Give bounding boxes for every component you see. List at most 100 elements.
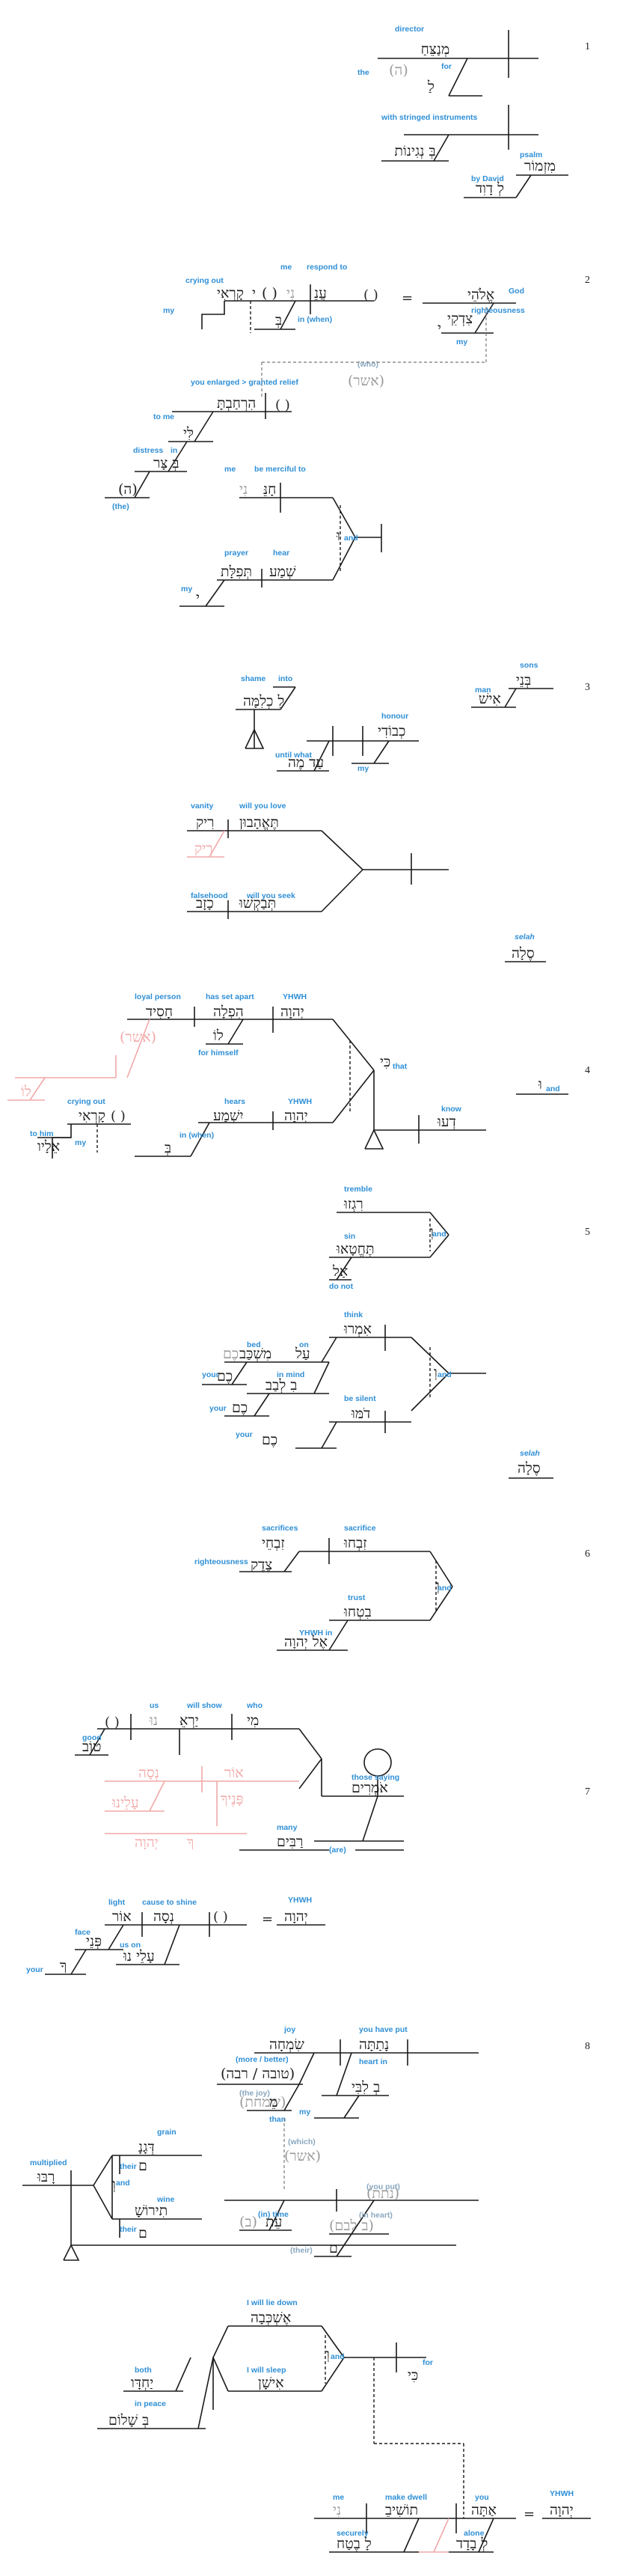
- gloss-your: your: [202, 1370, 219, 1379]
- word-yar: יַרְאֵ: [179, 1712, 199, 1729]
- ghost-kha: ךָ: [187, 1834, 194, 1851]
- word-teehavun: תֶּאֱהָבוּן: [239, 814, 279, 831]
- word-ni-2: נִי: [239, 481, 248, 498]
- gloss-are: (are): [329, 1846, 346, 1855]
- gloss-know: know: [441, 1105, 462, 1114]
- word-toshiv: תוֹשִׁיבֵ: [385, 2502, 418, 2518]
- gloss-your: your: [26, 1965, 43, 1974]
- word-yhwh: יְהוָה: [550, 2502, 574, 2518]
- gloss-yhwh-2: YHWH: [288, 1097, 312, 1106]
- word-rabbim: רַבִּים: [277, 1834, 303, 1850]
- word-hirchavta: הִרְחַבְתָּ: [217, 395, 256, 412]
- gloss-trust: trust: [348, 1593, 366, 1602]
- word-ata: אַתָּה: [471, 2502, 497, 2518]
- gloss-selah: selah: [520, 1449, 540, 1458]
- gloss-who: who: [246, 1701, 263, 1710]
- word-hifla: הִפְלָה: [213, 1004, 244, 1020]
- word-rabbu: רָבּוּ: [37, 2169, 55, 2185]
- gloss-me-2: me: [224, 465, 236, 474]
- word-qore: קָרְאִי: [79, 1108, 105, 1124]
- verse-number-8: 8: [585, 2041, 590, 2052]
- gloss-my-2: my: [456, 338, 467, 347]
- gloss-be-merciful: be merciful to: [254, 465, 306, 474]
- word-al: אַל: [332, 1263, 348, 1280]
- word-riq: רִיק: [196, 814, 214, 831]
- gloss-securely: securely: [337, 2529, 369, 2538]
- gloss-more-better: (more / better): [236, 2055, 289, 2064]
- word-be: בְּ: [275, 312, 282, 329]
- verse-number-1: 1: [585, 41, 590, 52]
- gloss-many: many: [277, 1823, 298, 1832]
- word-simchat: (שמחת): [239, 2094, 286, 2110]
- gloss-will-you-love: will you love: [239, 802, 286, 811]
- word-ki: כִּי: [380, 1054, 390, 1070]
- gloss-vanity: vanity: [191, 802, 214, 811]
- ghost-asher: (אשר): [120, 1029, 156, 1046]
- word-imru: אִמְרוּ: [343, 1321, 372, 1337]
- gloss-your-2: your: [209, 1404, 227, 1413]
- gloss-and-2: and: [331, 2352, 345, 2361]
- word-khem-2: כֶם: [217, 1368, 233, 1385]
- gloss-tremble: tremble: [344, 1185, 372, 1194]
- gloss-director: director: [395, 25, 424, 34]
- word-le-david: לְ דָוִד: [476, 180, 504, 197]
- word-natatta: נָתַתָּה: [359, 2036, 389, 2053]
- word-ve: וְ: [436, 1578, 440, 1594]
- word-be: בְּ: [165, 1140, 171, 1156]
- word-tsidqi: צִדְקִי: [447, 311, 473, 327]
- gloss-prayer: prayer: [224, 549, 248, 558]
- gloss-yhwh: YHWH: [550, 2489, 574, 2498]
- gloss-for-himself: for himself: [198, 1049, 239, 1057]
- word-omrim: אֹמְרִים: [352, 1780, 388, 1796]
- word-qore: קָרְאִי: [217, 285, 244, 302]
- word-deu: דְעוּ: [437, 1114, 456, 1130]
- word-el-yhwh: אֶל יְהוָה: [284, 1634, 328, 1650]
- word-yhwh: יְהוָה: [284, 1908, 308, 1925]
- word-lavetach: לָ בֶטַח: [337, 2536, 372, 2552]
- word-mizmor: מִזְמוֹר: [524, 158, 556, 174]
- word-yhwh: יְהוָה: [280, 1004, 304, 1020]
- gloss-you-enlarged: you enlarged > granted relief: [191, 378, 298, 387]
- verse-5-diagram: tremble רִגְזוּ וְ and sin תֶּחֱטָאוּ אַ…: [202, 1185, 553, 1479]
- word-shema: שְׁמַע: [269, 564, 296, 580]
- word-tov: טוֹב: [82, 1739, 102, 1755]
- verse-3-diagram: sons בְּנֵי man אִישׁ shame into לִ כְלִ…: [187, 661, 553, 962]
- ghost-lo: לוֹ: [21, 1084, 31, 1100]
- word-khazav: כָזָב: [196, 895, 214, 912]
- gloss-in: in: [171, 446, 177, 455]
- word-ad-ma: עַד מֶה: [288, 754, 324, 771]
- word-belibbam: (ב לבם): [329, 2218, 374, 2234]
- gloss-yhwh: YHWH: [283, 992, 307, 1001]
- gloss-honour: honour: [381, 712, 408, 721]
- word-sela: סֶלָה: [512, 945, 535, 962]
- gloss-in-heart: (in heart): [359, 2211, 393, 2220]
- word-khem-4: כֶם: [262, 1432, 277, 1448]
- word-menatseach: מְנַצֵּחַ: [421, 41, 450, 58]
- word-eshkeva: אֶשְׁכְּבָה: [251, 2310, 291, 2326]
- word-levadad: לְ בָדָד: [456, 2536, 488, 2552]
- gloss-will-show: will show: [186, 1701, 223, 1710]
- gloss-sin: sin: [344, 1232, 355, 1241]
- gloss-alone: alone: [464, 2529, 485, 2538]
- equals-sign: =: [402, 290, 413, 306]
- gloss-in-peace: in peace: [135, 2399, 166, 2408]
- word-belibbi: בְ לִבִּי: [352, 2079, 380, 2096]
- gloss-falsehood: falsehood: [191, 891, 228, 900]
- word-nu: נוּ: [149, 1712, 158, 1729]
- gloss-in-mind: in mind: [277, 1370, 304, 1379]
- word-yod-my: י: [196, 590, 200, 606]
- gloss-bed: bed: [247, 1340, 261, 1349]
- gloss-their-2: their: [120, 2225, 137, 2234]
- word-lekhlimma: לִ כְלִמָּה: [243, 693, 284, 709]
- gloss-in-time: (in) time: [258, 2210, 289, 2219]
- word-ni: נִי: [286, 285, 295, 302]
- ghost-aleinu: עָלֵינוּ: [111, 1795, 139, 1811]
- gloss-us-on: us on: [120, 1941, 141, 1950]
- word-tsidqi-yod: י: [438, 320, 441, 337]
- gloss-and: and: [438, 1584, 452, 1593]
- word-bnei: בְּנֵי: [516, 672, 531, 689]
- word-mi: מִי: [247, 1712, 259, 1729]
- gloss-than: than: [269, 2115, 286, 2124]
- gloss-with-stringed: with stringed instruments: [381, 113, 478, 122]
- word-bilvav: בִ לְבַב: [265, 1377, 297, 1394]
